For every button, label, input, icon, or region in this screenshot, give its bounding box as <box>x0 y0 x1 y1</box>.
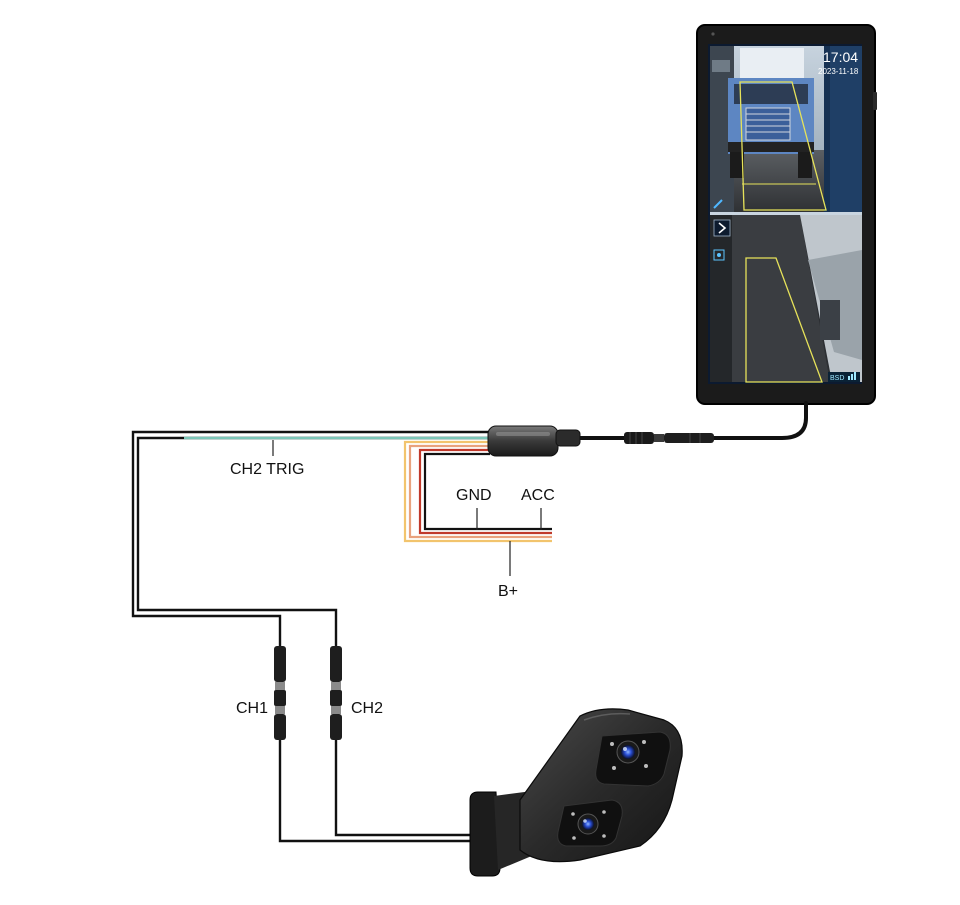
power-wires <box>403 440 552 543</box>
camera-upper-lens <box>595 731 671 787</box>
detection-zone-bottom <box>745 257 823 383</box>
truck-image <box>728 48 814 178</box>
chevron-right-icon[interactable] <box>713 219 731 237</box>
detection-zone-top <box>739 81 827 211</box>
dual-camera <box>469 708 683 877</box>
monitor-side-button[interactable] <box>873 92 877 110</box>
signal-icon <box>848 372 856 380</box>
ch2-connector <box>330 646 342 740</box>
ch2-trig-label: CH2 TRIG <box>230 461 304 478</box>
settings-icon[interactable] <box>713 249 725 261</box>
ch1-connector <box>274 646 286 740</box>
ch2-label: CH2 <box>351 700 383 717</box>
monitor-screen: 17:04 2023-11-18 BSD <box>708 44 862 384</box>
camera-cables <box>278 740 475 843</box>
monitor-sensor <box>711 32 715 36</box>
acc-label: ACC <box>521 487 555 504</box>
junction-connector <box>487 425 581 457</box>
ch1-label: CH1 <box>236 700 268 717</box>
pencil-icon[interactable] <box>713 199 723 209</box>
leader-lines <box>272 440 542 576</box>
monitor: 17:04 2023-11-18 BSD <box>696 24 877 405</box>
gnd-label: GND <box>456 487 492 504</box>
screen-date: 2023-11-18 <box>818 67 859 76</box>
screen-top-view <box>710 46 862 212</box>
screen-bottom-view <box>710 215 862 383</box>
bsd-label: BSD <box>830 375 844 382</box>
camera-lower-lens <box>557 799 623 847</box>
screen-time: 17:04 <box>823 49 858 65</box>
bsd-indicator: BSD <box>828 372 860 382</box>
b-plus-label: B+ <box>498 583 518 600</box>
monitor-cable <box>712 401 808 440</box>
inline-connector-monitor <box>624 432 714 444</box>
